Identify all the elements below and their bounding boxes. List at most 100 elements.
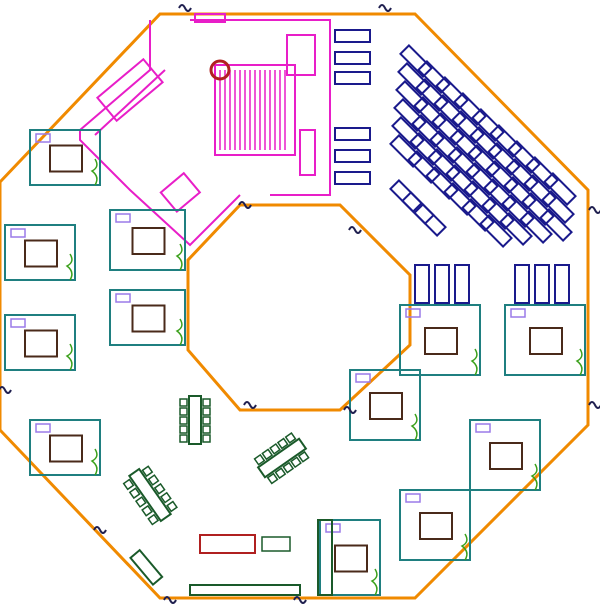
door: [293, 596, 307, 604]
patient-room: [29, 419, 101, 476]
bunk-bed: [503, 176, 537, 210]
plant: [65, 253, 73, 281]
door: [378, 4, 392, 12]
chair: [179, 425, 188, 434]
plant: [530, 463, 538, 491]
chair: [122, 478, 135, 491]
chair: [147, 474, 160, 486]
bunk-bed: [521, 192, 555, 226]
kitchen-stove-icon: [209, 59, 231, 81]
bunk-bed: [334, 149, 371, 163]
door: [588, 206, 600, 214]
bunk-bed: [449, 128, 483, 162]
door: [238, 201, 252, 209]
chair: [134, 496, 147, 508]
bunk-bed: [393, 98, 427, 132]
chair: [269, 442, 281, 455]
door: [93, 526, 107, 534]
bunk-bed: [417, 60, 451, 94]
chair: [141, 504, 153, 517]
bunk-bed: [465, 162, 499, 196]
chair: [179, 407, 188, 416]
bunk-bed: [429, 130, 463, 164]
chair: [290, 456, 302, 469]
bunk-bed: [471, 108, 505, 142]
bunk-bed: [431, 112, 465, 146]
chair: [202, 407, 211, 416]
kitchen-table: [261, 536, 291, 552]
bunk-bed: [409, 132, 443, 166]
patient-room: [109, 209, 186, 271]
patient-room: [399, 489, 471, 561]
nightstand: [35, 133, 51, 143]
patient-room: [4, 224, 76, 281]
chair: [276, 437, 289, 450]
bunk-bed: [519, 210, 553, 244]
patient-room: [469, 419, 541, 491]
chair: [284, 432, 297, 444]
chair: [202, 416, 211, 425]
nightstand: [510, 308, 526, 318]
bunk-bed: [507, 140, 541, 174]
plant: [410, 413, 418, 441]
bunk-bed: [525, 156, 559, 190]
bed: [49, 434, 83, 463]
bunk-bed: [499, 212, 533, 246]
plant: [90, 158, 98, 186]
meeting-table: [188, 395, 202, 445]
door: [243, 401, 257, 409]
bunk-bed: [543, 172, 577, 206]
nightstand: [10, 228, 26, 238]
patient-room: [29, 129, 101, 186]
chair: [128, 487, 141, 500]
bunk-bed: [413, 203, 447, 237]
chair: [253, 453, 266, 466]
bunk-bed: [453, 92, 487, 126]
nightstand: [115, 213, 131, 223]
door: [588, 401, 600, 409]
bunk-bed: [334, 29, 371, 43]
bunk-bed: [399, 44, 433, 78]
bed: [529, 327, 563, 355]
bunk-bed: [447, 146, 481, 180]
bunk-bed: [397, 62, 431, 96]
bunk-bed: [541, 190, 575, 224]
bed: [419, 512, 453, 540]
bed: [49, 144, 83, 173]
bunk-bed: [389, 134, 423, 168]
chair: [282, 461, 295, 474]
plant: [175, 243, 183, 271]
bunk-bed: [485, 160, 519, 194]
meeting-table: [256, 437, 308, 479]
patient-room: [109, 289, 186, 346]
bunk-bed: [514, 264, 530, 304]
bunk-bed: [334, 71, 371, 85]
plant: [460, 533, 468, 561]
bunk-bed: [534, 264, 550, 304]
door: [178, 4, 192, 12]
patient-room: [349, 369, 421, 441]
meeting-table: [127, 467, 173, 523]
bed: [131, 227, 166, 255]
door: [348, 226, 362, 234]
chair: [202, 434, 211, 443]
bed: [424, 327, 458, 355]
bunk-bed: [487, 142, 521, 176]
nightstand: [475, 423, 491, 433]
bunk-bed: [539, 208, 573, 242]
bed: [334, 544, 368, 573]
bunk-bed: [501, 194, 535, 228]
patient-room: [504, 304, 586, 376]
bed: [131, 304, 166, 333]
chair: [147, 513, 160, 526]
bed: [24, 329, 58, 358]
bunk-bed: [391, 116, 425, 150]
central-courtyard: [186, 203, 412, 412]
bunk-bed: [451, 110, 485, 144]
bed: [369, 392, 403, 420]
bunk-bed: [413, 96, 447, 130]
kitchen-counter: [199, 534, 256, 554]
chair: [159, 491, 172, 504]
bunk-bed: [334, 171, 371, 185]
